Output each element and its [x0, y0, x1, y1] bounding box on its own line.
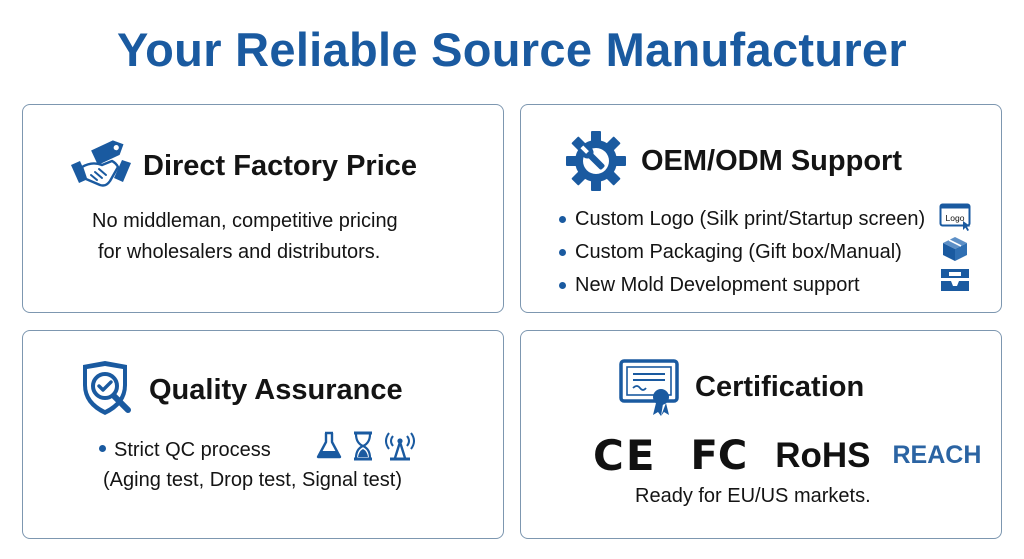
logo-screen-icon: Logo	[939, 203, 973, 236]
oem-odm-support-card: OEM/ODM Support Custom Logo (Silk print/…	[520, 104, 1002, 313]
card-header: Quality Assurance	[77, 359, 403, 421]
bullet-dot	[559, 282, 566, 289]
oem-feature-list: Custom Logo (Silk print/Startup screen) …	[559, 203, 925, 302]
gift-box-icon	[940, 234, 970, 267]
reach-mark: REACH	[892, 441, 982, 469]
certification-card: Certification CE FC RoHS REACH Ready for…	[520, 330, 1002, 539]
qc-bullet-text: Strict QC process	[114, 439, 271, 461]
rohs-mark: RoHS	[775, 435, 871, 475]
cert-footer: Ready for EU/US markets.	[635, 485, 871, 507]
bullet-dot	[559, 216, 566, 223]
shield-magnifier-check-icon	[77, 359, 137, 421]
qc-bullet: Strict QC process	[99, 435, 271, 466]
list-item-text: Custom Packaging (Gift box/Manual)	[575, 241, 902, 263]
card-heading: OEM/ODM Support	[641, 144, 902, 177]
card-heading: Quality Assurance	[149, 373, 403, 406]
bullet-dot	[559, 249, 566, 256]
page-title: Your Reliable Source Manufacturer	[117, 23, 907, 76]
list-item-text: Custom Logo (Silk print/Startup screen)	[575, 208, 926, 230]
card-header: OEM/ODM Support	[565, 129, 902, 193]
fcc-mark: FC	[690, 432, 748, 479]
direct-factory-price-card: Direct Factory Price No middleman, compe…	[22, 104, 504, 313]
list-item-text: New Mold Development support	[575, 274, 860, 296]
gear-wrench-icon	[565, 129, 627, 193]
card-heading: Certification	[695, 370, 865, 403]
qc-detail: (Aging test, Drop test, Signal test)	[103, 469, 403, 491]
flask-icon	[316, 431, 342, 466]
svg-text:Logo: Logo	[946, 213, 965, 223]
hourglass-icon	[351, 431, 375, 466]
quality-assurance-card: Quality Assurance Strict QC process (Agi…	[22, 330, 504, 539]
certification-marks: CE FC RoHS REACH	[593, 431, 981, 480]
signal-antenna-icon	[385, 430, 415, 467]
card-description: No middleman, competitive pricing for wh…	[92, 206, 398, 268]
mold-icon	[940, 267, 970, 298]
list-item: Custom Logo (Silk print/Startup screen)	[559, 203, 925, 236]
card-header: Direct Factory Price	[69, 137, 417, 195]
card-header: Certification	[619, 357, 864, 417]
description-line-1: No middleman, competitive pricing	[92, 210, 398, 232]
card-heading: Direct Factory Price	[143, 149, 418, 182]
certificate-icon	[619, 357, 681, 417]
list-item: New Mold Development support	[559, 269, 925, 302]
handshake-price-tag-icon	[69, 137, 133, 195]
ce-mark: CE	[593, 431, 657, 480]
bullet-dot	[99, 445, 106, 453]
list-item: Custom Packaging (Gift box/Manual)	[559, 236, 925, 269]
description-line-2: for wholesalers and distributors.	[98, 241, 381, 263]
